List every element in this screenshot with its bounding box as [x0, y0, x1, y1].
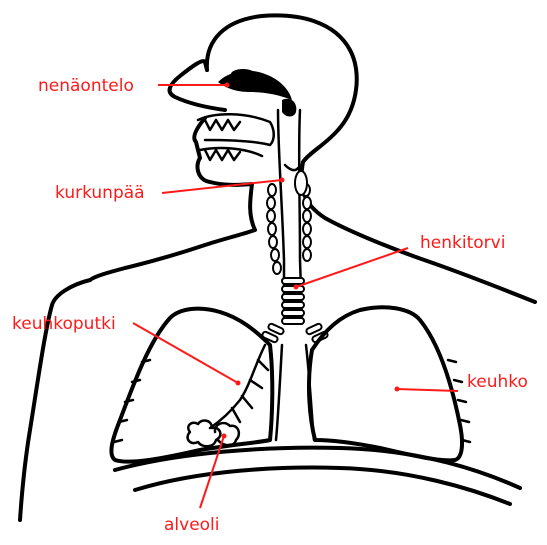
- label-keuhko-text: keuhko: [467, 372, 528, 392]
- label-keuhkoputki-text: keuhkoputki: [12, 314, 116, 334]
- head-outline: [90, 15, 535, 302]
- label-nenaontelo: nenäontelo: [38, 76, 230, 96]
- right-lung-shape: [309, 307, 470, 460]
- label-keuhkoputki: keuhkoputki: [12, 314, 241, 386]
- label-henkitorvi-text: henkitorvi: [420, 233, 505, 253]
- label-alveoli-text: alveoli: [164, 515, 220, 535]
- label-henkitorvi: henkitorvi: [294, 233, 506, 290]
- left-lung-shape: [111, 309, 272, 462]
- label-kurkunpaa-text: kurkunpää: [55, 183, 145, 203]
- label-nenaontelo-text: nenäontelo: [38, 76, 134, 96]
